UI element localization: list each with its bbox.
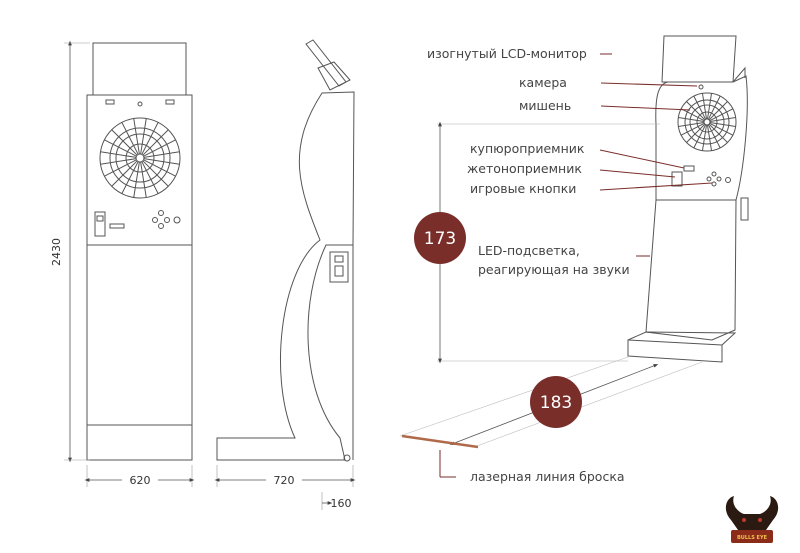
dartboard-spoke [100, 151, 137, 158]
dartboard-spoke [104, 159, 137, 177]
camera-label: камера [519, 75, 567, 90]
side-profile [216, 91, 355, 461]
front-body [86, 244, 193, 426]
dartboard-spoke [678, 121, 705, 128]
target-height-value: 173 [424, 229, 456, 249]
throw-distance-value: 183 [540, 393, 572, 413]
dartboard-spoke [140, 118, 147, 155]
dartboard-spoke [709, 122, 734, 136]
side-width-dimension: 720 [214, 465, 356, 487]
dartboard-spoke [121, 161, 139, 194]
dartboard-spoke [701, 124, 708, 151]
height-value: 2430 [50, 238, 63, 266]
target-label: мишень [519, 98, 571, 113]
side-wheel [343, 454, 351, 462]
perspective-monitor [661, 35, 737, 83]
dartboard-spoke [693, 95, 707, 120]
dartboard-spoke [701, 93, 708, 120]
dartboard-spoke [141, 122, 159, 155]
target-height-dimension: 173 [414, 121, 660, 364]
depth-dimension: 160 [321, 492, 352, 510]
side-monitor [305, 39, 347, 87]
perspective-game-buttons [706, 171, 731, 187]
perspective-view [627, 35, 749, 363]
bull-head-logo-icon: BULLS EYE [725, 496, 779, 543]
laser-throw-line: лазерная линия броска [401, 434, 625, 484]
dartboard-spoke [686, 101, 706, 121]
dartboard-spoke [111, 160, 138, 187]
game-buttons-label: игровые кнопки [470, 181, 576, 196]
callouts: изогнутый LCD-монитор камера мишень купю… [427, 46, 713, 277]
dartboard-spoke [706, 93, 713, 120]
dartboard-spoke [706, 124, 713, 151]
perspective-side-panel [740, 197, 749, 221]
side-coin-panel [329, 251, 349, 283]
dartboard-spoke [143, 158, 180, 165]
dartboard-spoke [693, 124, 707, 149]
height-dimension: 2430 [50, 40, 90, 463]
dartboard-spoke [709, 108, 734, 122]
dartboard-spoke [680, 108, 705, 122]
dartboard-spoke [142, 129, 169, 156]
dartboard-spoke [121, 122, 139, 155]
dartboard-spoke [709, 121, 736, 128]
dartboard-spoke [678, 116, 705, 123]
logo-text: BULLS EYE [737, 535, 768, 541]
monitor-label: изогнутый LCD-монитор [427, 46, 587, 61]
front-dartboard [99, 117, 181, 199]
dartboard-spoke [680, 122, 705, 136]
perspective-coin-acceptor [671, 171, 683, 187]
dartboard-spoke [686, 123, 706, 143]
led-label-line1: LED-подсветка, [478, 243, 580, 258]
depth-value: 160 [331, 497, 352, 510]
dartboard-spoke [143, 151, 180, 158]
dartboard-spoke [141, 161, 159, 194]
front-game-buttons [152, 210, 181, 229]
dartboard-spoke [708, 123, 728, 143]
dartboard-spoke [707, 95, 721, 120]
perspective-dartboard [677, 92, 737, 152]
dartboard-spoke [143, 139, 176, 157]
dartboard-spoke [709, 116, 736, 123]
dartboard-spoke [708, 101, 728, 121]
front-bill-acceptor [94, 211, 106, 237]
coin-acceptor-label: жетоноприемник [467, 161, 582, 176]
perspective-camera [698, 84, 704, 90]
dartboard-spoke [133, 161, 140, 198]
target-height-badge [414, 212, 466, 264]
front-monitor [92, 42, 187, 96]
front-width-value: 620 [130, 474, 151, 487]
dartboard-spoke [707, 124, 721, 149]
laser-line-label: лазерная линия броска [470, 469, 625, 484]
front-view [86, 42, 193, 461]
dartboard-spoke [133, 118, 140, 155]
front-width-dimension: 620 [84, 465, 195, 487]
dartboard-spoke [111, 129, 138, 156]
dartboard-spoke [100, 158, 137, 165]
led-label-line2: реагирующая на звуки [478, 262, 630, 277]
bill-acceptor-label: купюроприемник [470, 141, 585, 156]
dartboard-spoke [140, 161, 147, 198]
dartboard-spoke [143, 159, 176, 177]
front-base [86, 424, 193, 461]
throw-distance-dimension: 183 [399, 356, 703, 447]
side-width-value: 720 [274, 474, 295, 487]
front-coin-slot [109, 223, 125, 229]
perspective-body [645, 75, 748, 341]
front-camera [137, 101, 143, 107]
dartboard-spoke [142, 160, 169, 187]
side-view [216, 39, 355, 462]
throw-distance-badge [530, 376, 582, 428]
dartboard-spoke [104, 139, 137, 157]
